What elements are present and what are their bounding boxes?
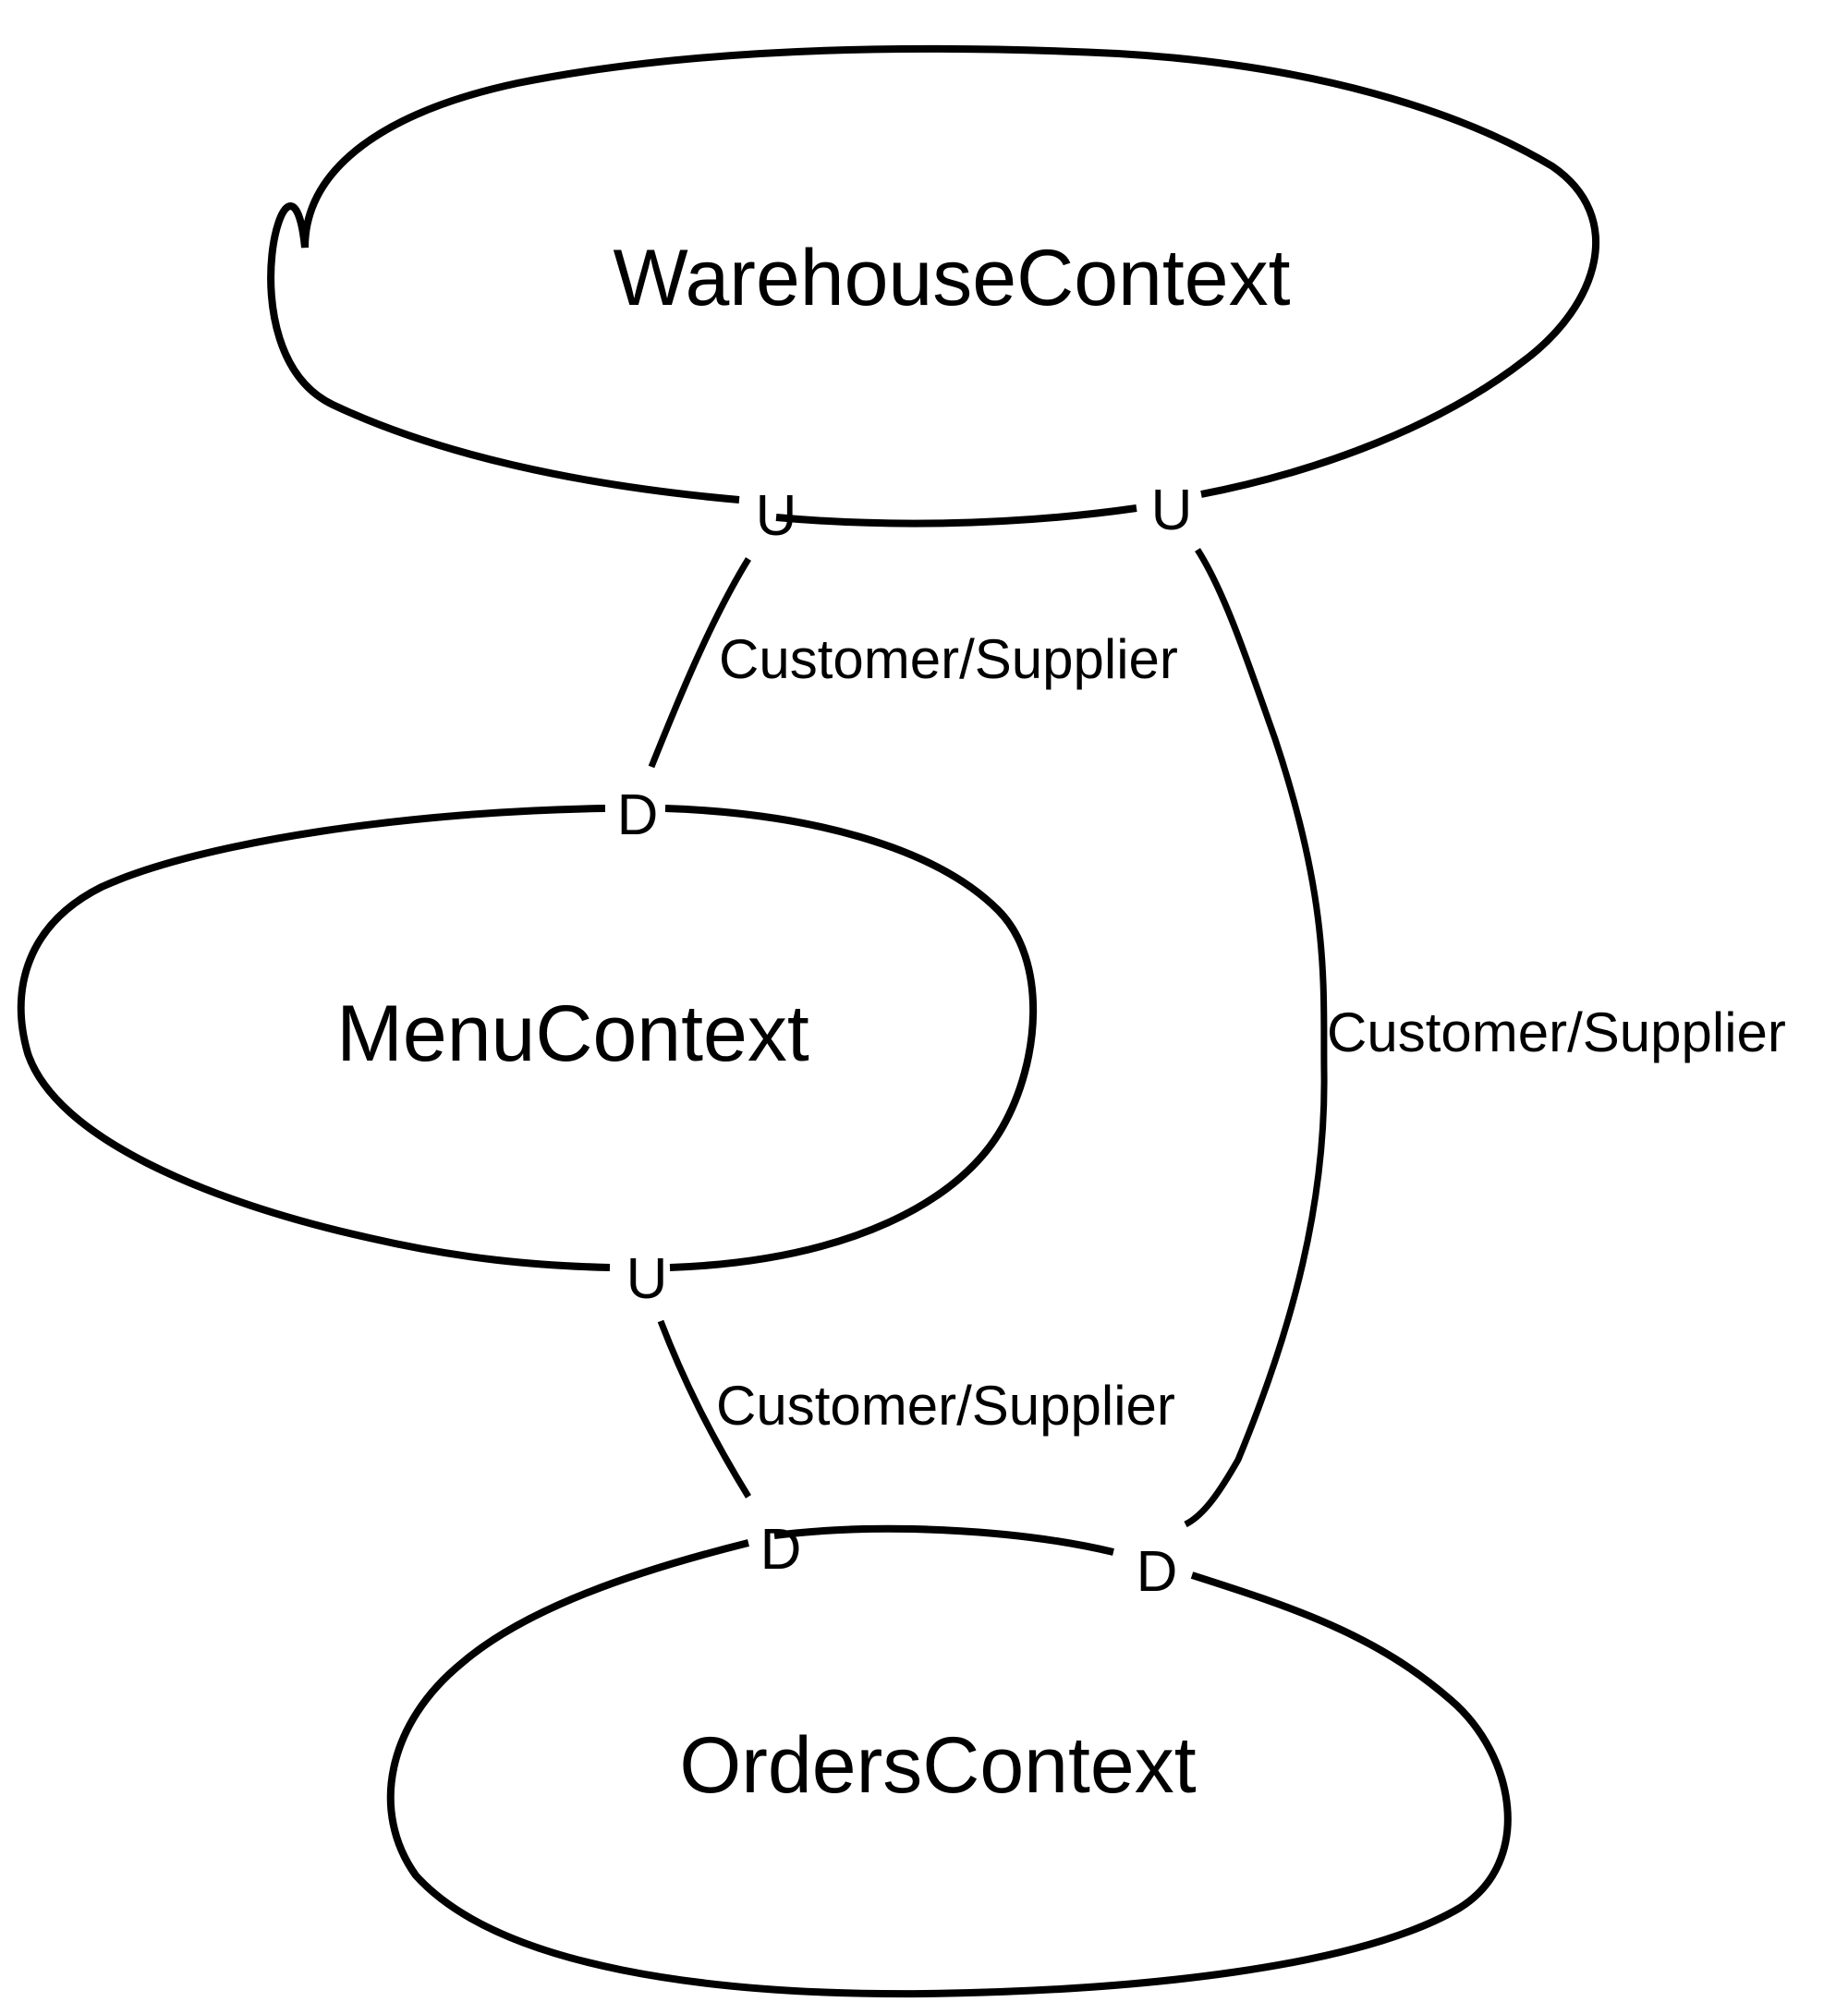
relationship-type-label: Customer/Supplier <box>1327 1001 1786 1063</box>
orders-context-label: OrdersContext <box>679 1721 1196 1810</box>
downstream-marker: D <box>1137 1540 1178 1604</box>
relationship-edge-menu-orders <box>657 1319 751 1498</box>
orders-context-shape <box>386 1539 1512 1998</box>
relationship-edge-warehouse-orders <box>1184 548 1328 1528</box>
upstream-marker: U <box>626 1247 668 1311</box>
orders-context-shape-segment <box>773 1524 1114 1556</box>
downstream-marker: D <box>760 1518 802 1582</box>
warehouse-context-label: WarehouseContext <box>614 234 1291 322</box>
downstream-marker: D <box>617 783 659 847</box>
relationship-type-label: Customer/Supplier <box>716 1375 1175 1437</box>
warehouse-context-shape-segment <box>775 504 1137 528</box>
warehouse-context-shape <box>267 44 1599 504</box>
upstream-marker: U <box>1151 479 1193 542</box>
menu-context-label: MenuContext <box>336 989 809 1078</box>
relationship-type-label: Customer/Supplier <box>719 628 1178 690</box>
relationship-edge-warehouse-menu <box>648 557 751 769</box>
menu-context-shape <box>17 805 611 1271</box>
upstream-marker: U <box>756 484 797 548</box>
menu-context-shape-segment <box>664 805 1038 1271</box>
